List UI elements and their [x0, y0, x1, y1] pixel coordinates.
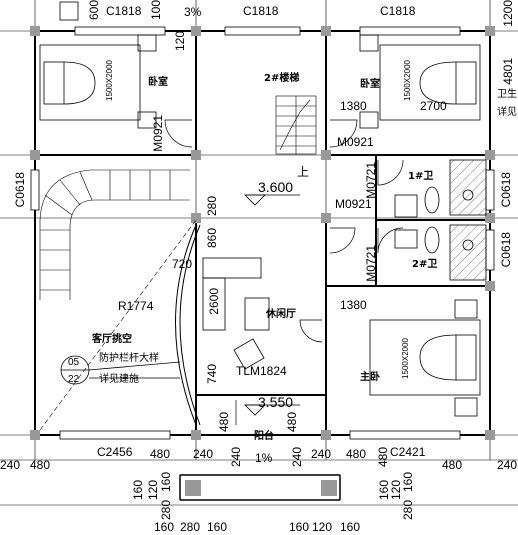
dim-280-right-1: 280 [401, 500, 415, 521]
dim-240-right: 240 [497, 458, 518, 472]
detail-sheet: 22 [68, 374, 80, 385]
dim-2700: 2700 [420, 99, 447, 113]
dim-120-base: 120 [312, 520, 333, 534]
dim-160-base-1: 160 [154, 520, 175, 534]
dim-120-left-1: 120 [146, 480, 160, 501]
axis-lines [0, 0, 518, 506]
spiral-stair [39, 169, 190, 300]
window-c0618-right-top: C0618 [499, 172, 513, 208]
dim-240-v-bottom: 240 [290, 447, 304, 468]
curve-radius: R1774 [118, 299, 154, 313]
dim-480-v2: 480 [285, 412, 299, 433]
detail-callout [60, 355, 181, 385]
door-m0921-bedroom-nw: M0921 [151, 115, 165, 152]
dim-720: 720 [172, 257, 193, 271]
room-stair-2: 2#楼梯 [264, 73, 300, 84]
dim-160-left-2: 160 [159, 472, 173, 493]
walls [34, 30, 491, 436]
dim-280-base: 280 [180, 520, 201, 534]
dim-1380-mid: 1380 [340, 298, 367, 312]
window-c1818-mid: C1818 [243, 4, 279, 18]
balcony-rail [179, 474, 341, 501]
room-bath-1: 1#卫 [408, 171, 434, 182]
dim-600-top: 600 [87, 0, 101, 21]
dim-160-base-2: 160 [207, 520, 228, 534]
bed-size-ne: 1500X2000 [403, 60, 412, 101]
room-balcony: 阳台 [254, 431, 274, 442]
room-bedroom-nw: 卧室 [148, 77, 168, 88]
door-m0721-top: M0721 [364, 162, 378, 199]
dim-160-right-2: 160 [401, 472, 415, 493]
window-c0618-right-bottom: C0618 [499, 232, 513, 268]
structural-columns [30, 26, 495, 496]
dim-4801-right: 4801 [501, 58, 515, 85]
dim-480-v1: 480 [217, 412, 231, 433]
balcony-curve [175, 224, 201, 426]
room-living-void: 客厅挑空 [92, 334, 132, 345]
dim-480-bottom-2: 480 [346, 447, 367, 461]
room-master: 主卧 [360, 372, 380, 383]
lounge-furniture [202, 257, 270, 370]
detail-number: 05 [68, 357, 80, 368]
dim-1380-top: 1380 [340, 99, 367, 113]
see-drawing-note: 详见建施 [99, 374, 139, 385]
window-c1818-right: C1818 [380, 4, 416, 18]
window-c1818-left: C1818 [106, 4, 142, 18]
dim-860: 860 [205, 228, 219, 249]
door-m0921-center: M0921 [335, 197, 372, 211]
bed-ne [359, 34, 481, 129]
bath-right-note: 详见 [497, 107, 517, 118]
dim-1200-right: 1200 [501, 0, 515, 27]
bed-size-master: 1500X2000 [401, 338, 410, 379]
dim-160-base-3: 160 [289, 520, 310, 534]
dim-240-left: 240 [0, 458, 21, 472]
dim-740: 740 [205, 364, 219, 385]
room-bath-2: 2#卫 [412, 259, 438, 270]
dim-120-top: 120 [173, 31, 187, 52]
door-m0921-bedroom-ne: M0921 [337, 135, 374, 149]
dim-240-bottom-2: 240 [229, 447, 243, 468]
bathrooms [394, 159, 487, 281]
window-c2421: C2421 [390, 445, 426, 459]
elevation-markers [244, 194, 300, 416]
slope-top: 3% [184, 5, 202, 19]
dim-160-base-4: 160 [340, 520, 361, 534]
window-tlm1824: TLM1824 [236, 364, 287, 378]
door-m0721-bottom: M0721 [364, 245, 378, 282]
elevation-balcony: 3.550 [258, 394, 294, 410]
dim-280: 280 [205, 196, 219, 217]
room-bath-right: 卫生 [497, 89, 517, 100]
slope-balcony: 1% [255, 451, 273, 465]
elevation-upper: 3.600 [258, 179, 294, 195]
window-c2456: C2456 [97, 445, 133, 459]
dim-2600: 2600 [207, 288, 221, 315]
bed-size-nw: 1500X2000 [105, 60, 114, 101]
void-diagonal [39, 219, 197, 431]
dim-100-top: 100 [149, 0, 163, 21]
dim-240-bottom-1: 240 [193, 447, 214, 461]
window-c0618-left: C0618 [13, 172, 27, 208]
dim-480-right: 480 [442, 458, 463, 472]
dim-480-left: 480 [30, 458, 51, 472]
staircase-2 [275, 95, 317, 155]
stair-up-mark: 上 [297, 165, 310, 179]
dim-160-left-1: 160 [131, 480, 145, 501]
bed-nw [39, 34, 157, 129]
room-bedroom-ne: 卧室 [360, 79, 380, 90]
dim-240-bottom-3: 240 [311, 447, 332, 461]
door-swings [164, 119, 404, 425]
dim-480-v-bottom: 480 [376, 447, 390, 468]
room-lounge: 休闲厅 [266, 309, 296, 320]
dim-280-left-1: 280 [159, 500, 173, 521]
dim-480-bottom-1: 480 [150, 447, 171, 461]
bed-master [369, 299, 481, 417]
rail-detail-note: 防护栏杆大样 [99, 353, 159, 364]
